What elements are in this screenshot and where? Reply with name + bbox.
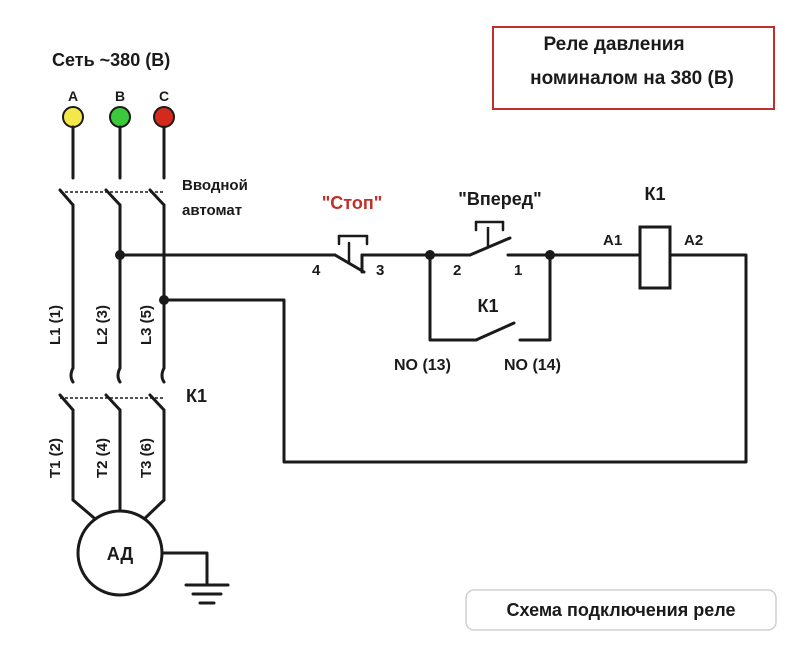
coil-a2-label: A2 bbox=[684, 232, 703, 249]
coil-label: К1 bbox=[645, 184, 666, 204]
stop-label: "Стоп" bbox=[322, 193, 383, 213]
supply-label: Сеть ~380 (В) bbox=[52, 50, 170, 70]
caption: Схема подключения реле bbox=[507, 600, 736, 620]
terminal-label-t2: T2 (4) bbox=[94, 438, 111, 478]
contactor-main-contacts bbox=[58, 366, 166, 502]
phase-lamp-a bbox=[62, 106, 84, 128]
phase-lamp-c bbox=[153, 106, 175, 128]
aux-no-left: NO (13) bbox=[394, 357, 451, 374]
coil bbox=[638, 225, 672, 290]
phase-label-c: C bbox=[159, 88, 169, 104]
terminal-label-t3: T3 (6) bbox=[138, 438, 155, 478]
line-label-l3: L3 (5) bbox=[138, 305, 155, 345]
line-label-l2: L2 (3) bbox=[94, 305, 111, 345]
input-breaker bbox=[58, 188, 166, 370]
junction-forward-coil bbox=[545, 250, 555, 260]
junction-l2 bbox=[115, 250, 125, 260]
forward-label: "Вперед" bbox=[458, 189, 541, 209]
phase-label-a: A bbox=[68, 88, 78, 104]
line-label-l1: L1 (1) bbox=[47, 305, 64, 345]
coil-a1-label: A1 bbox=[603, 232, 622, 249]
motor-label: АД bbox=[107, 544, 134, 564]
caption-box bbox=[465, 589, 777, 631]
breaker-label-line-1: Вводной bbox=[182, 177, 248, 194]
stop-pin-left: 4 bbox=[312, 262, 321, 279]
phase-label-b: B bbox=[115, 88, 125, 104]
contactor-label: К1 bbox=[186, 386, 207, 406]
ground-symbol bbox=[160, 551, 230, 605]
stop-pin-right: 3 bbox=[376, 262, 384, 279]
phase-wires-top bbox=[71, 125, 166, 180]
aux-contact-label: К1 bbox=[478, 296, 499, 316]
title-box bbox=[492, 26, 775, 110]
forward-pin-left: 2 bbox=[453, 262, 461, 279]
aux-no-right: NO (14) bbox=[504, 357, 561, 374]
junction-stop-forward bbox=[425, 250, 435, 260]
forward-pin-right: 1 bbox=[514, 262, 522, 279]
control-wires bbox=[118, 253, 748, 464]
forward-button bbox=[468, 220, 512, 257]
aux-contact bbox=[474, 321, 516, 342]
junction-l3 bbox=[159, 295, 169, 305]
title-line-2: номиналом на 380 (В) bbox=[530, 68, 734, 89]
stop-button bbox=[333, 234, 369, 274]
title-line-1: Реле давления bbox=[543, 34, 684, 55]
phase-lamp-b bbox=[109, 106, 131, 128]
breaker-label-line-2: автомат bbox=[182, 202, 242, 219]
terminal-label-t1: T1 (2) bbox=[47, 438, 64, 478]
